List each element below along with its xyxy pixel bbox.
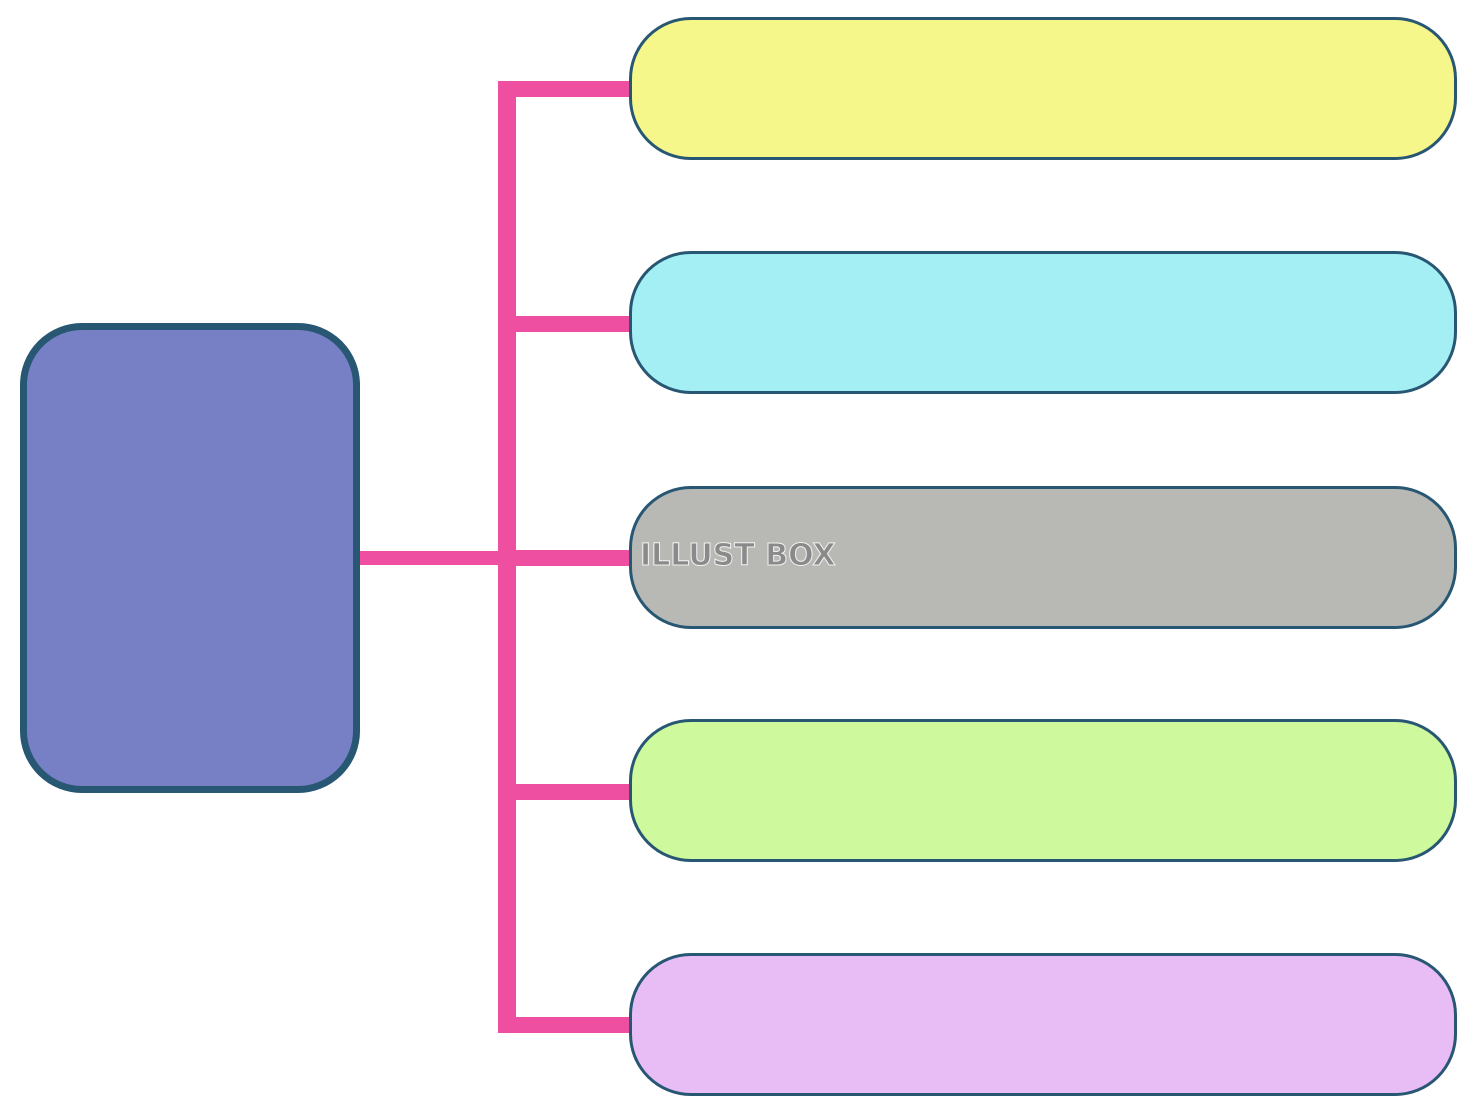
- branch-connector-3: [498, 550, 630, 566]
- root-connector-line: [360, 551, 508, 565]
- root-node-box: [20, 323, 360, 793]
- branch-connector-1: [498, 81, 630, 97]
- watermark-text: ILLUST BOX: [640, 538, 837, 574]
- branch-node-5: [629, 953, 1457, 1096]
- branch-node-3: [629, 486, 1457, 629]
- branch-connector-2: [498, 316, 630, 332]
- branch-node-1: [629, 17, 1457, 160]
- branch-connector-5: [498, 1017, 630, 1033]
- branch-node-4: [629, 719, 1457, 862]
- branch-node-2: [629, 251, 1457, 394]
- branch-connector-4: [498, 784, 630, 800]
